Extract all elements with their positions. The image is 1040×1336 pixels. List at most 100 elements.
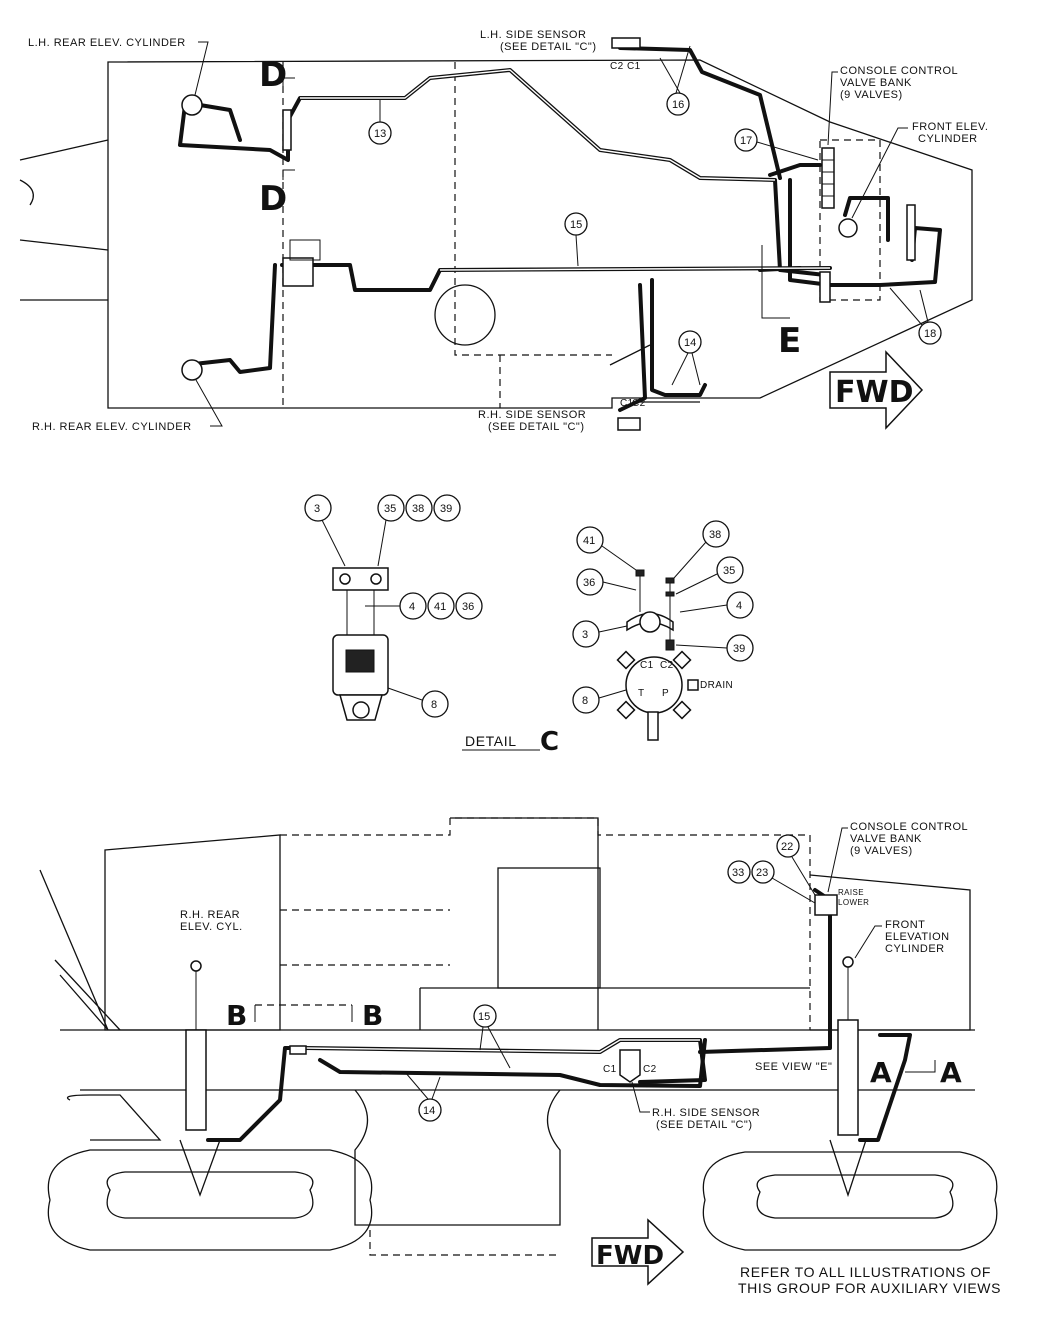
sensor-eye	[352, 701, 370, 719]
leader-line	[827, 71, 838, 146]
manifold-block	[282, 257, 314, 287]
rear-bogie	[66, 1094, 162, 1141]
exploded-callout-35: 35	[675, 556, 744, 595]
washer-35	[665, 591, 675, 597]
side-rh-rear-label-1: R.H. REAR	[180, 909, 240, 921]
callout-16: 16	[659, 45, 691, 116]
callout-14: 14	[671, 330, 702, 386]
svg-text:35: 35	[384, 503, 396, 515]
leader-line	[854, 925, 882, 959]
side-port-c1: C1	[603, 1064, 617, 1075]
section-a-right: A	[940, 1056, 962, 1089]
drain-port	[687, 679, 699, 691]
center-panel	[497, 867, 601, 989]
side-rh-sensor-label-2: (SEE DETAIL "C")	[656, 1119, 753, 1131]
front-track	[702, 1151, 998, 1251]
side-hose-rear	[206, 1046, 302, 1142]
front-cyl-label-2: CYLINDER	[918, 133, 978, 145]
side-callout-15: 15	[473, 1004, 511, 1069]
svg-text:41: 41	[583, 535, 595, 547]
hose-highlight	[304, 1039, 700, 1053]
svg-text:39: 39	[733, 643, 745, 655]
drain-label: DRAIN	[700, 680, 733, 691]
side-hose-front-2	[858, 1033, 912, 1142]
side-port-c2: C2	[643, 1064, 657, 1075]
front-cylinder	[838, 218, 858, 238]
mount-tab	[672, 700, 692, 720]
chassis-rail	[60, 1029, 975, 1091]
detail-callout-39: 39	[433, 494, 461, 522]
mount-tab	[616, 650, 636, 670]
frame-line	[454, 62, 612, 356]
front-axle-mount	[829, 1139, 867, 1198]
svg-text:8: 8	[582, 695, 588, 707]
note-line-1: REFER TO ALL ILLUSTRATIONS OF	[740, 1264, 991, 1280]
svg-text:38: 38	[412, 503, 424, 515]
svg-text:38: 38	[709, 529, 721, 541]
bolt	[339, 573, 351, 585]
section-a-left: A	[870, 1056, 892, 1089]
lh-port-c1: C1	[627, 61, 641, 72]
lh-rear-cylinder-label: L.H. REAR ELEV. CYLINDER	[28, 37, 186, 49]
cylinder-eye	[190, 960, 202, 972]
center-housing	[354, 1089, 561, 1226]
svg-text:3: 3	[314, 503, 320, 515]
front-cylinder-rod	[906, 204, 916, 261]
detail-callout-3: 3	[304, 494, 346, 567]
frame-line	[19, 139, 109, 301]
side-console-label-3: (9 VALVES)	[850, 845, 913, 857]
detail-c: 3 35 38 39 4 41 36	[304, 494, 754, 757]
frame-line	[19, 179, 34, 206]
lh-sensor-label-2: (SEE DETAIL "C")	[500, 41, 597, 53]
port-c1: C1	[640, 660, 654, 671]
callout-15: 15	[564, 212, 588, 267]
svg-text:4: 4	[409, 601, 415, 613]
side-callout-33: 33	[727, 860, 751, 884]
side-callout-14: 14	[404, 1071, 442, 1122]
round-component	[434, 284, 496, 346]
svg-text:39: 39	[440, 503, 452, 515]
side-rh-sensor	[619, 1049, 641, 1083]
valve-manifold	[819, 271, 831, 303]
side-hose-14	[318, 1038, 707, 1088]
hose-highlight	[439, 267, 831, 271]
section-d-bottom: D	[259, 179, 287, 219]
side-rh-rear-label-2: ELEV. CYL.	[180, 921, 243, 933]
svg-text:3: 3	[582, 629, 588, 641]
svg-text:FWD: FWD	[835, 375, 914, 410]
front-cyl-label-1: FRONT ELEV.	[912, 121, 988, 133]
svg-text:13: 13	[374, 128, 386, 140]
detail-callout-41: 41	[427, 592, 455, 620]
svg-text:4: 4	[736, 600, 742, 612]
hose-16	[618, 46, 782, 180]
detail-c-letter: C	[540, 727, 559, 757]
fitting-d	[282, 109, 292, 151]
hose-14b	[618, 283, 647, 412]
svg-text:36: 36	[462, 601, 474, 613]
rear-axle-mount	[179, 1139, 221, 1197]
rh-side-sensor	[617, 417, 641, 431]
side-callout-23: 23	[751, 860, 816, 904]
lh-port-c2: C2	[610, 61, 624, 72]
console-label-3: (9 VALVES)	[840, 89, 903, 101]
rh-sensor-label-1: R.H. SIDE SENSOR	[478, 409, 586, 421]
mount-tab	[672, 650, 692, 670]
port-c2: C2	[660, 660, 674, 671]
rh-rear-elev-cylinder	[185, 1029, 207, 1131]
body-line	[280, 817, 811, 1030]
port-p: P	[662, 688, 669, 699]
console-valve-bank	[821, 147, 835, 209]
fwd-arrow-side: FWD	[591, 1218, 685, 1286]
lh-sensor-label-1: L.H. SIDE SENSOR	[480, 29, 586, 41]
hose-front	[843, 196, 890, 242]
body-line	[280, 909, 450, 966]
svg-text:18: 18	[924, 328, 936, 340]
note-line-2: THIS GROUP FOR AUXILIARY VIEWS	[738, 1280, 1001, 1296]
section-arrow	[282, 169, 295, 180]
manifold-outline	[289, 239, 321, 261]
svg-text:35: 35	[723, 565, 735, 577]
leader-line	[827, 827, 848, 893]
boom-lines	[39, 869, 121, 1031]
bolt-39	[665, 639, 675, 651]
